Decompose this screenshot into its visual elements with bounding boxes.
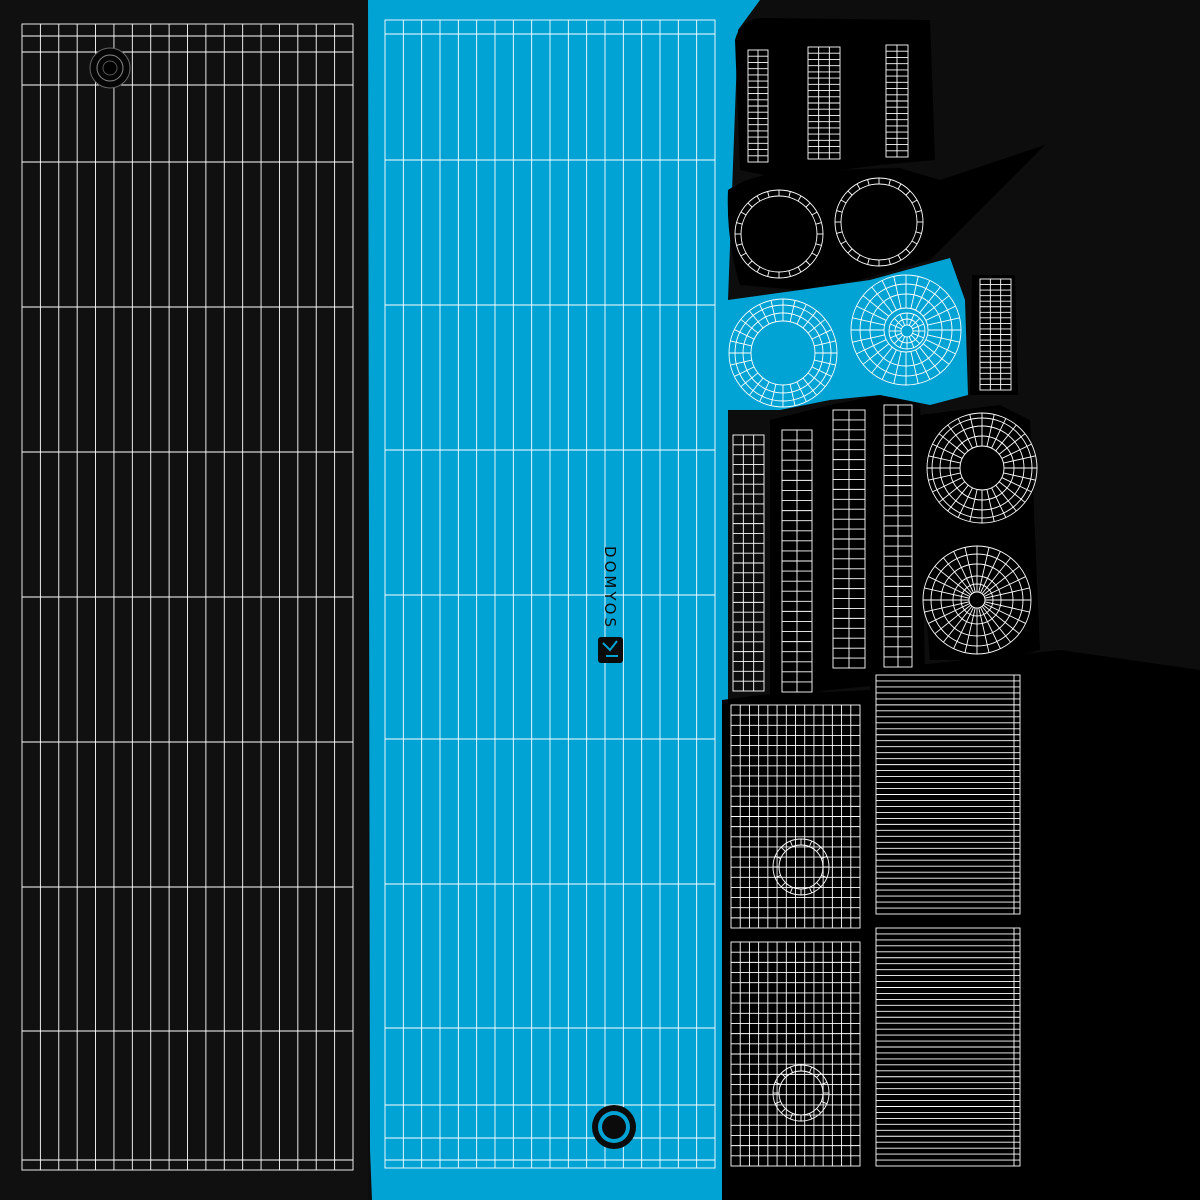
blue-ring-area (728, 258, 968, 410)
blue-panel-wire-grid (384, 19, 716, 1169)
uv-wireframe-details (728, 44, 1038, 1167)
island-rings-top (727, 145, 1045, 290)
blue-panel-ring-mark (592, 1105, 636, 1149)
logo-text: DOMYOS (601, 546, 619, 630)
island-small-strip (970, 275, 1018, 395)
uv-islands-right (722, 18, 1200, 1200)
blue-panel (368, 0, 760, 1200)
left-panel-ring-mark (89, 47, 131, 89)
domyos-logo: DOMYOS (598, 546, 623, 663)
left-panel-wire-grid (21, 23, 354, 1171)
left-dark-panel (0, 0, 368, 1200)
island-bottom-left (722, 690, 870, 1200)
island-top-strips (735, 18, 935, 180)
island-bottom-right (870, 650, 1200, 1200)
island-mid-strips (770, 395, 925, 700)
